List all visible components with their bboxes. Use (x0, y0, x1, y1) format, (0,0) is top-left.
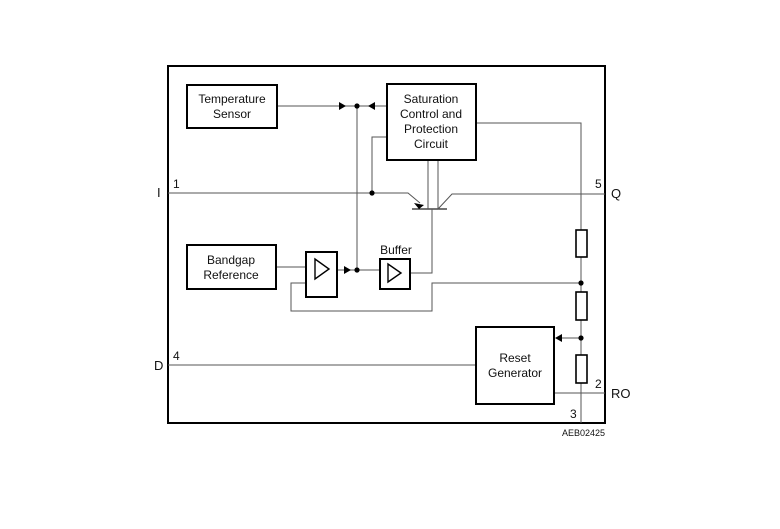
pin-input-number: 1 (173, 177, 180, 191)
amplifier-block (305, 251, 338, 298)
pin-output-number: 5 (595, 177, 602, 191)
pin-input-name: I (157, 185, 161, 200)
amplifier-triangle-icon (314, 257, 331, 281)
pin-reset-output-number: 2 (595, 377, 602, 391)
saturation-control-label-line2: Control and (400, 107, 462, 121)
reset-generator-label-line2: Generator (488, 366, 542, 380)
temperature-sensor-label-line1: Temperature (198, 92, 266, 106)
buffer-label: Buffer (380, 243, 412, 257)
arrow-saturation-to-node (368, 102, 375, 110)
arrow-to-reset-generator (555, 334, 562, 342)
arrow-temperature-to-node (339, 102, 346, 110)
saturation-control-label-line4: Circuit (414, 137, 449, 151)
ic-outline (167, 65, 606, 424)
arrow-transistor-emitter (414, 203, 424, 209)
junction-dots (354, 103, 584, 341)
pin-delay-number: 4 (173, 349, 180, 363)
wires (168, 105, 605, 423)
pin-reset-output-name: RO (611, 386, 631, 401)
pin-output-name: Q (611, 186, 621, 201)
saturation-control-label-line1: Saturation (404, 92, 459, 106)
saturation-control-block: Saturation Control and Protection Circui… (386, 83, 477, 161)
saturation-control-label-line3: Protection (404, 122, 458, 136)
temperature-sensor-label-line2: Sensor (213, 107, 251, 121)
pin-labels: I 1 Q 5 D 4 RO 2 3 (154, 177, 631, 421)
buffer-block: Buffer (379, 243, 412, 290)
resistor-bottom (575, 354, 588, 384)
figure-code: AEB02425 (562, 428, 605, 438)
reset-generator-label-line1: Reset (499, 351, 531, 365)
resistor-top (575, 229, 588, 258)
pin-delay-name: D (154, 358, 163, 373)
buffer-triangle-icon (387, 262, 403, 284)
resistor-divider (575, 229, 588, 384)
bandgap-reference-block: Bandgap Reference (186, 244, 277, 290)
temperature-sensor-block: Temperature Sensor (186, 84, 278, 129)
bandgap-reference-label-line2: Reference (203, 268, 259, 282)
resistor-middle (575, 291, 588, 321)
arrow-amp-to-node (344, 266, 351, 274)
reset-generator-block: Reset Generator (475, 326, 555, 405)
bandgap-reference-label-line1: Bandgap (207, 253, 255, 267)
signal-arrows (339, 102, 562, 342)
pin-ground-number: 3 (570, 407, 577, 421)
